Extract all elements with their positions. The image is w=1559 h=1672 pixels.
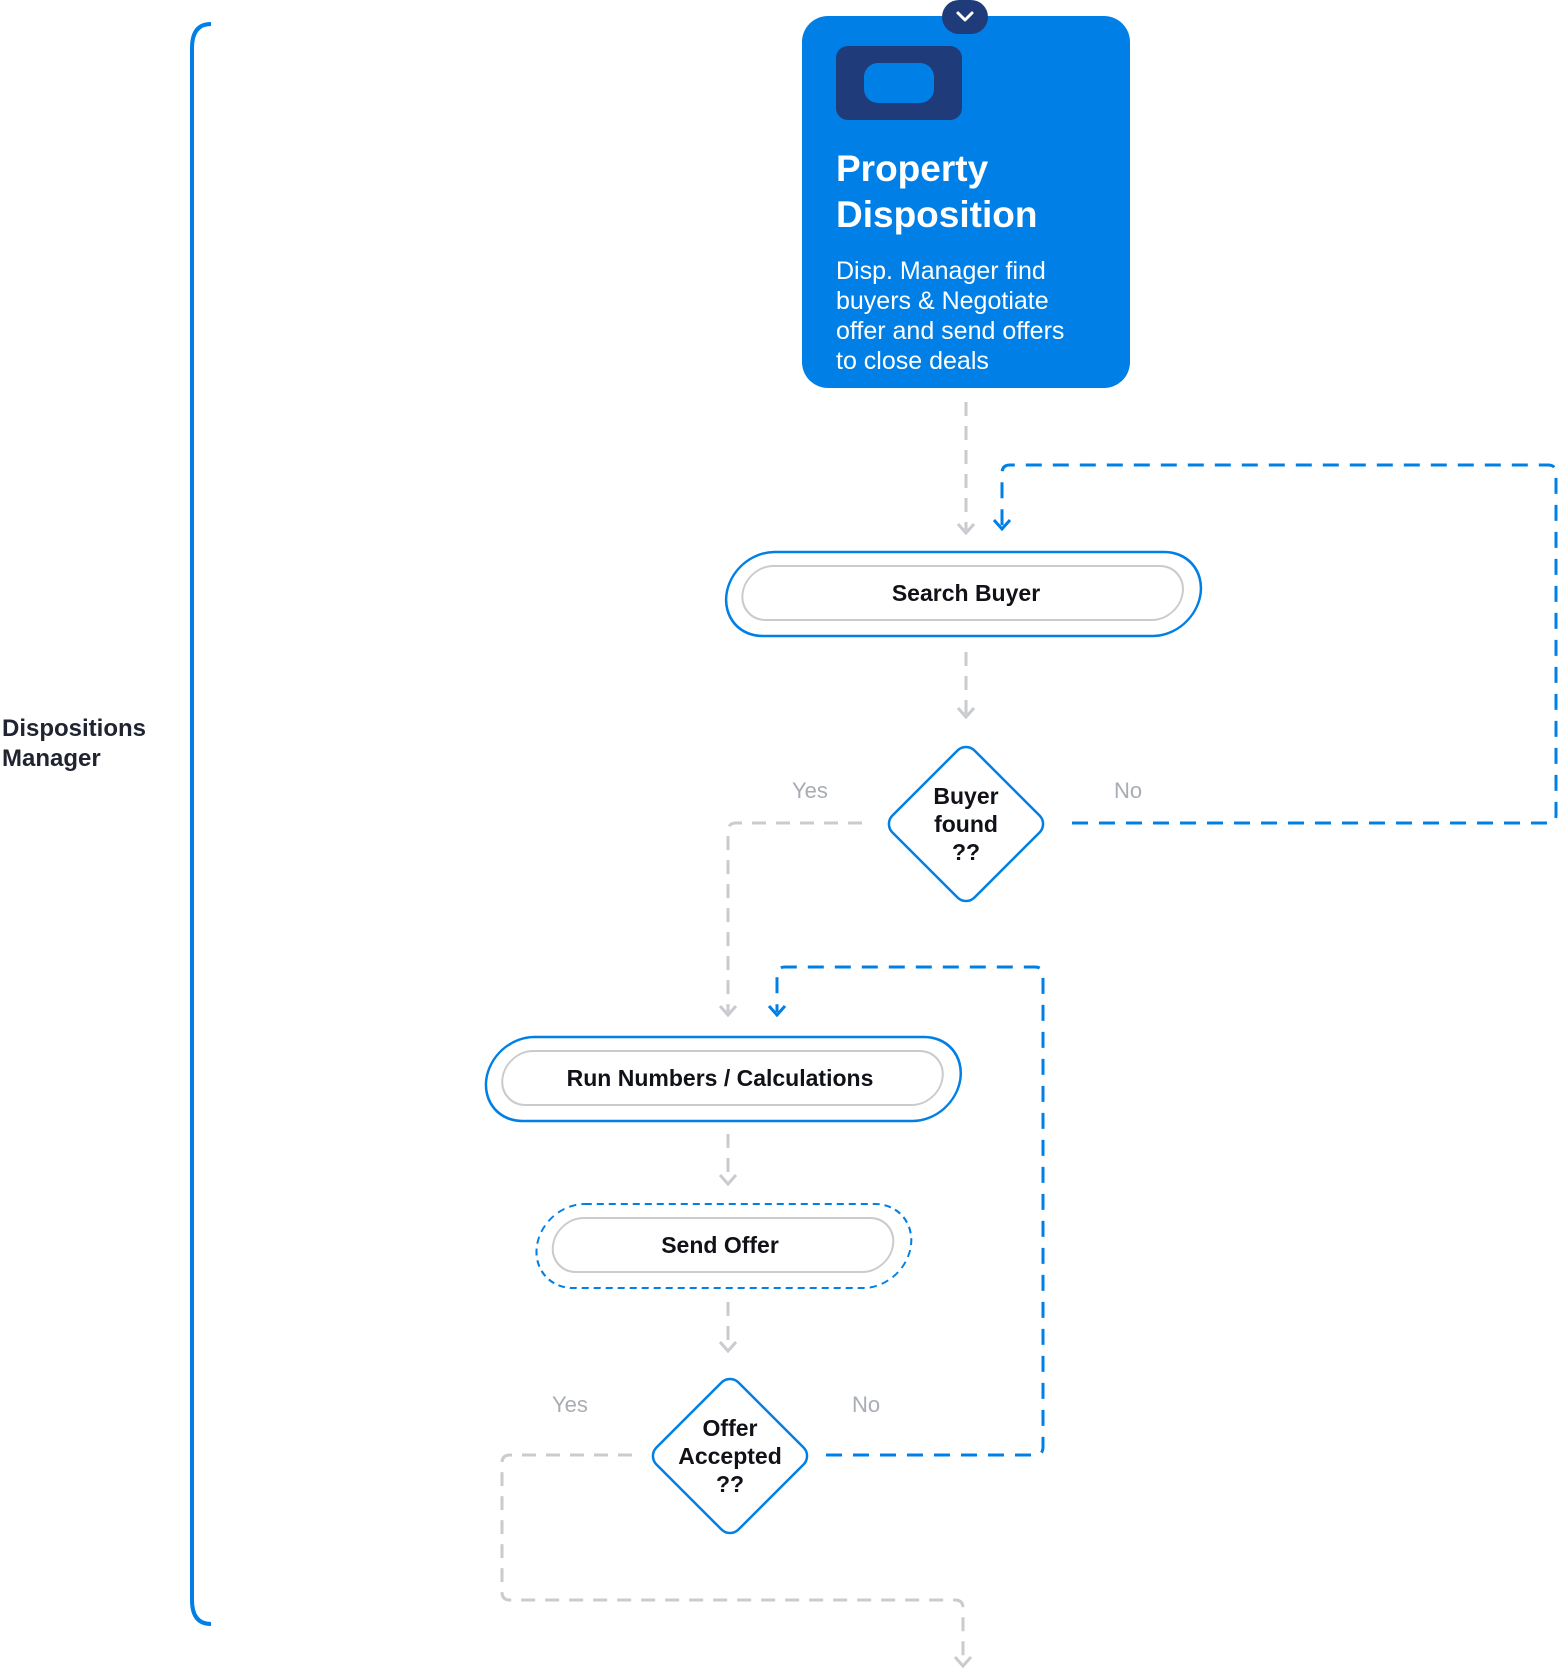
buyer-found-no-label: No xyxy=(1114,778,1143,803)
buyer-found-line-1: Buyer xyxy=(933,783,999,809)
connector-send-to-decision xyxy=(718,1302,738,1354)
card-desc-line-4: to close deals xyxy=(836,347,989,375)
offer-accepted-label[interactable]: Offer Accepted ?? xyxy=(650,1414,810,1498)
chevron-down-icon xyxy=(956,11,974,22)
run-numbers-label[interactable]: Run Numbers / Calculations xyxy=(566,1065,874,1091)
card-description: Disp. Manager find buyers & Negotiate of… xyxy=(836,256,1096,376)
search-buyer-label[interactable]: Search Buyer xyxy=(891,580,1041,606)
connector-card-to-search xyxy=(956,402,976,536)
run-numbers-shape xyxy=(484,1035,963,1123)
card-desc-line-2: buyers & Negotiate xyxy=(836,287,1049,315)
card-desc-line-3: offer and send offers xyxy=(836,317,1065,345)
connector-buyer-not-found-loop xyxy=(992,463,1558,825)
buyer-found-diamond xyxy=(887,745,1045,903)
connector-search-to-decision xyxy=(956,652,976,720)
offer-accepted-yes-label: Yes xyxy=(552,1392,588,1417)
offer-accepted-diamond xyxy=(651,1377,809,1535)
swimlane-label-line-1: Dispositions xyxy=(2,715,147,742)
connector-buyer-found-yes xyxy=(718,821,862,1018)
pill-icon xyxy=(836,46,962,120)
swimlane-label: Dispositions Manager xyxy=(2,714,172,774)
offer-accepted-line-1: Offer xyxy=(702,1415,758,1441)
card-title-line-2: Disposition xyxy=(836,194,1038,235)
buyer-found-line-2: found xyxy=(934,811,998,837)
buyer-found-yes-label: Yes xyxy=(792,778,828,803)
collapse-toggle[interactable] xyxy=(942,0,988,34)
card-title: Property Disposition xyxy=(836,146,1096,238)
card-desc-line-1: Disp. Manager find xyxy=(836,257,1046,285)
property-disposition-card: Property Disposition Disp. Manager find … xyxy=(802,0,1130,388)
buyer-found-label[interactable]: Buyer found ?? xyxy=(896,782,1036,866)
send-offer-label[interactable]: Send Offer xyxy=(661,1232,779,1258)
offer-accepted-line-3: ?? xyxy=(715,1471,745,1497)
send-offer-shape xyxy=(535,1203,913,1289)
card-title-line-1: Property xyxy=(836,148,989,189)
connector-run-to-send xyxy=(718,1134,738,1187)
offer-accepted-line-2: Accepted xyxy=(678,1443,782,1469)
swimlane-bracket xyxy=(190,22,212,1626)
swimlane-label-line-2: Manager xyxy=(2,745,101,772)
pill-icon-inner xyxy=(864,63,934,103)
connector-offer-rejected-loop xyxy=(767,965,1045,1457)
offer-accepted-no-label: No xyxy=(852,1392,881,1417)
search-buyer-shape xyxy=(724,550,1203,638)
buyer-found-line-3: ?? xyxy=(951,839,981,865)
connector-offer-accepted-yes xyxy=(500,1453,973,1669)
